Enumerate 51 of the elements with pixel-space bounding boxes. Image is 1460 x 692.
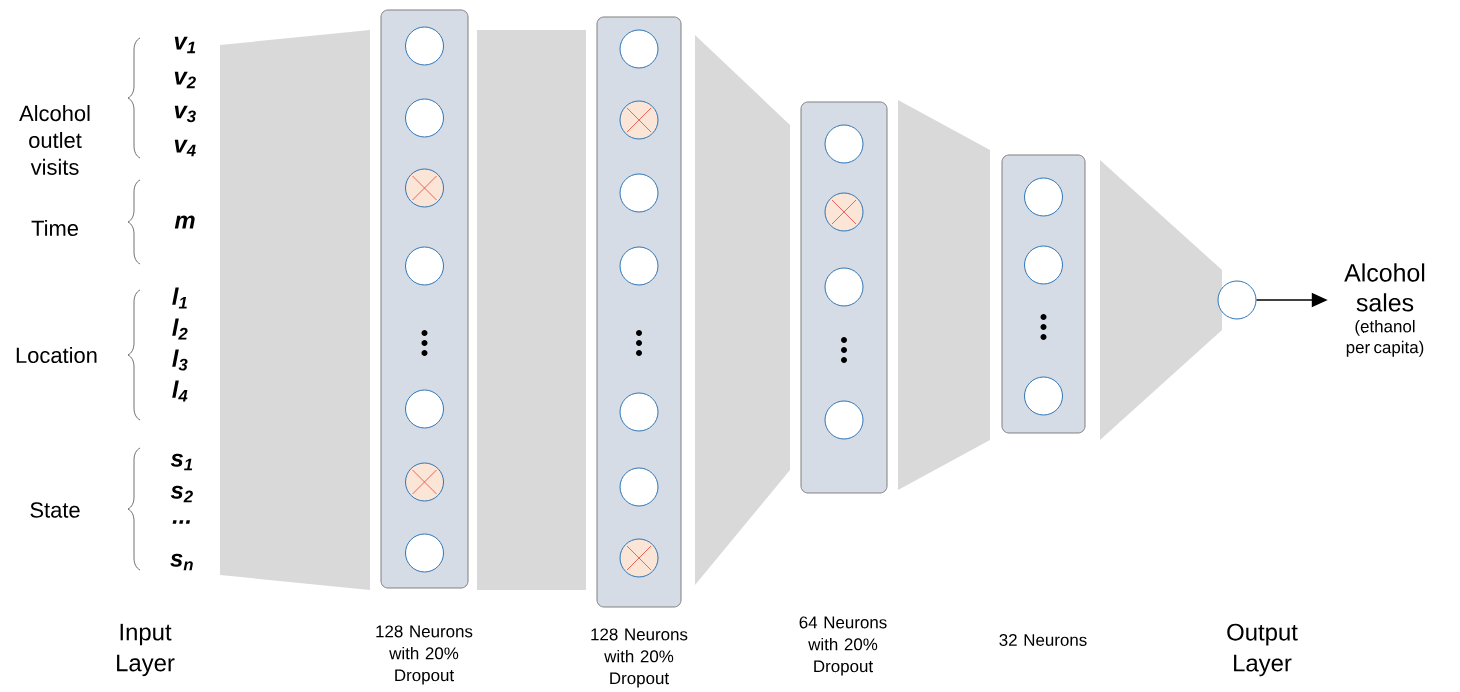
dropped-neuron [619, 100, 659, 140]
layer-label: Input Layer [117, 623, 175, 677]
input-variable: v$_{1}$ [174, 36, 196, 54]
group-label: Time [31, 219, 78, 237]
neuron-circle [619, 173, 659, 213]
connection-band [1100, 160, 1222, 440]
connection-band [477, 30, 586, 590]
group-label: Location [16, 346, 97, 364]
input-variable: l$_{1}$ [172, 287, 187, 309]
input-variable: ... [172, 520, 190, 524]
connection-band [695, 35, 790, 585]
neuron-circle [405, 246, 444, 286]
input-variable: s$_{2}$ [170, 485, 193, 503]
input-variable: l$_{4}$ [172, 380, 188, 402]
dropped-neuron [619, 538, 659, 578]
neuron-circle [405, 98, 444, 138]
connection-band [898, 100, 990, 490]
neuron-circle [405, 533, 444, 573]
input-variable: s$_{n}$ [170, 553, 193, 571]
neuron-circle [405, 389, 444, 429]
dropped-neuron [405, 462, 444, 502]
neuron-circle [1024, 376, 1063, 416]
neuron-circle [1024, 245, 1063, 285]
dropped-neuron [824, 192, 864, 232]
group-label: Alcohol outlet visits [19, 105, 90, 175]
neuron-circle [619, 29, 659, 69]
neuron-circle [619, 246, 659, 286]
layer-caption: 128 Neurons with 20% Dropout [591, 628, 688, 688]
input-variable: v$_{3}$ [174, 105, 196, 123]
dropped-neuron [405, 168, 444, 208]
neuron-circle [824, 400, 864, 440]
layer-label: Output Layer [1227, 623, 1298, 677]
connection-band [220, 30, 370, 590]
neuron-circle [824, 124, 864, 164]
layer-caption: 64 Neurons with 20% Dropout [799, 616, 887, 676]
input-variable: s$_{1}$ [170, 453, 193, 471]
neuron-circle [619, 467, 659, 507]
input-variable: l$_{3}$ [172, 349, 188, 371]
input-variable: l$_{2}$ [172, 318, 188, 340]
neuron-circle [1024, 177, 1063, 217]
neuron-circle [619, 392, 659, 432]
layer-caption: 32 Neurons [999, 634, 1087, 646]
input-variable: m [174, 215, 195, 229]
layer-caption: 128 Neurons with 20% Dropout [376, 625, 473, 685]
input-variable: v$_{4}$ [174, 139, 196, 157]
input-variable: v$_{2}$ [174, 71, 196, 89]
neuron-circle [1217, 280, 1257, 320]
neuron-circle [824, 267, 864, 307]
output-label: Alcohol sales (ethanol per capita) [1344, 263, 1425, 357]
neuron-circle [405, 26, 444, 66]
group-label: State [30, 502, 80, 518]
